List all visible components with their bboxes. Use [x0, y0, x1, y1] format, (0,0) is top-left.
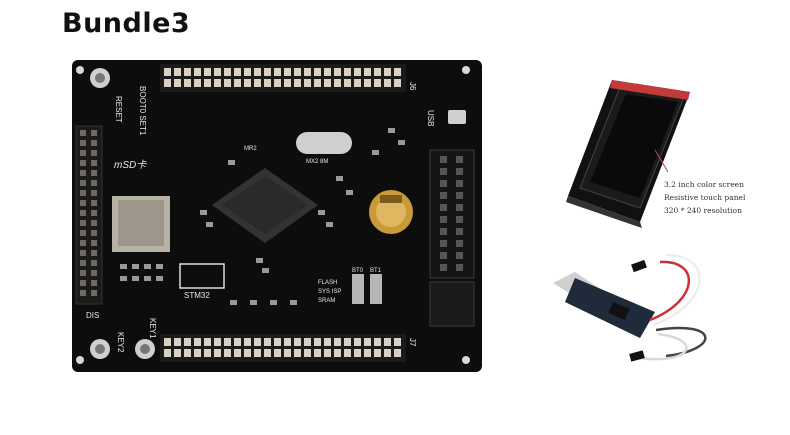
mr2-label: MR2 [244, 146, 257, 152]
stm32-board: RESET BOOT0 SET1 J6 J7 USB mSD卡 DIS KEY1… [72, 60, 482, 372]
stm32-mcu-chip [212, 168, 318, 243]
serial-header [429, 281, 475, 327]
st-logo [179, 263, 225, 289]
sram-label: SRAM [318, 298, 335, 304]
j6-label: J6 [408, 82, 417, 91]
bundle-title: Bundle3 [62, 8, 191, 39]
usb-port [448, 110, 466, 124]
screen-spec-3: 320 * 240 resolution [664, 206, 742, 215]
flash-label: FLASH [318, 280, 337, 286]
key2-label: KEY2 [116, 332, 125, 353]
usb-ttl-module [553, 253, 707, 362]
dis-label: DIS [86, 311, 99, 320]
top-pin-header [160, 64, 406, 92]
key1-label: KEY1 [148, 318, 157, 339]
lcd-connector [75, 125, 103, 305]
crystal-label: MX2 8M [306, 159, 328, 165]
sys-label: SYS ISP [318, 289, 341, 295]
battery-holder [369, 190, 413, 234]
j7-label: J7 [408, 338, 417, 347]
boot-jumper-2 [370, 274, 382, 304]
usb-label: USB [426, 110, 435, 126]
screen-spec-1: 3.2 inch color screen [664, 180, 744, 189]
stm32-label: STM32 [184, 291, 210, 300]
msd-label: mSD卡 [114, 159, 147, 171]
bottom-pin-header [160, 334, 406, 362]
bt1-label: BT1 [370, 268, 382, 274]
jtag-connector [429, 149, 475, 279]
reset-label: RESET [114, 96, 123, 123]
boot-label: BOOT0 SET1 [138, 86, 147, 136]
crystal-oscillator [296, 132, 352, 154]
screen-spec-2: Resistive touch panel [664, 193, 746, 202]
bt0-label: BT0 [352, 268, 364, 274]
tft-screen-module [566, 80, 690, 228]
boot-jumper [352, 274, 364, 304]
